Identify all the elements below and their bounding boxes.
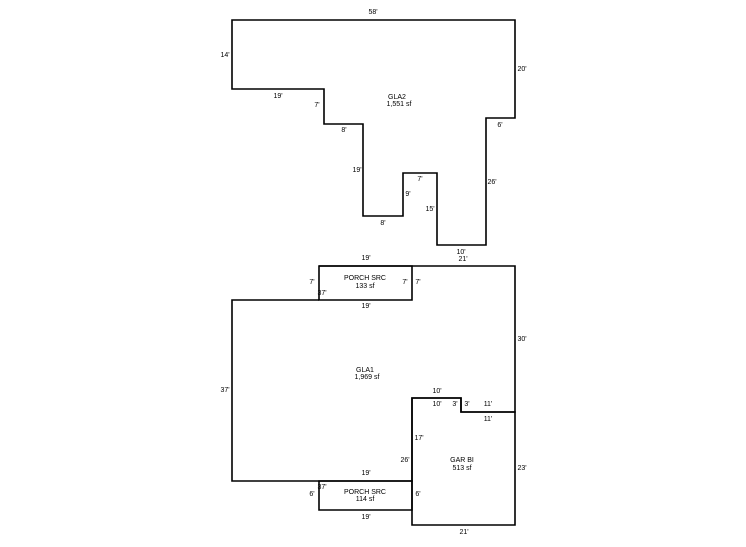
gla1-dim-step-10-lower: 10': [432, 401, 441, 408]
gla2-dim-inner-19: 19': [352, 167, 361, 174]
porch-top-dim-corner: 37': [317, 290, 326, 297]
gla2-name: GLA2: [388, 94, 406, 101]
porch-bottom-outline: [318, 480, 413, 511]
gla2-dim-inner-15: 15': [425, 206, 434, 213]
porch-bottom-name: PORCH SRC: [344, 489, 386, 496]
gla1-dim-bottom-19: 19': [361, 470, 370, 477]
gla1-dim-top-21: 21': [458, 256, 467, 263]
garage-dim-bottom-21: 21': [459, 529, 468, 536]
gla1-dim-step-11-upper: 11': [484, 401, 493, 408]
gla1-dim-step-10-upper: 10': [432, 388, 441, 395]
gla2-dim-top: 58': [368, 9, 377, 16]
gla2-dim-notch-7: 7': [417, 176, 422, 183]
gla1-dim-right-30: 30': [517, 336, 526, 343]
garage-name: GAR BI: [450, 457, 474, 464]
gla2-outline: [231, 19, 516, 246]
gla2-dim-left: 14': [220, 52, 229, 59]
gla1-name: GLA1: [356, 367, 374, 374]
gla2-dim-step-8-lower: 8': [380, 220, 385, 227]
porch-top-dim-right: 7': [402, 279, 407, 286]
porch-top-size: 133 sf: [355, 283, 374, 290]
gla1-dim-step-3-right: 3': [464, 401, 469, 408]
gla2-dim-bottom-10: 10': [456, 249, 465, 256]
garage-dim-left-6: 6': [415, 491, 420, 498]
gla2-size: 1,551 sf: [387, 101, 412, 108]
gla2-dim-step-8-upper: 8': [341, 127, 346, 134]
gla2-dim-step-19: 19': [273, 93, 282, 100]
porch-top-dim-bottom: 19': [361, 303, 370, 310]
gla2-dim-step-7: 7': [314, 102, 319, 109]
garage-size: 513 sf: [452, 465, 471, 472]
gla1-dim-step-11-lower: 11': [484, 416, 493, 423]
gla2-dim-right-26: 26': [487, 179, 496, 186]
gla1-dim-left-37: 37': [220, 387, 229, 394]
gla1-dim-step-3-left: 3': [452, 401, 457, 408]
garage-dim-right-23: 23': [517, 465, 526, 472]
gla1-dim-inner-26: 26': [400, 457, 409, 464]
porch-top-name: PORCH SRC: [344, 275, 386, 282]
gla1-size: 1,969 sf: [355, 374, 380, 381]
gla2-dim-right-6: 6': [497, 122, 502, 129]
gla2-dim-inner-9: 9': [405, 191, 410, 198]
gla1-dim-inner-17: 17': [414, 435, 423, 442]
gla2-dim-right-upper: 20': [517, 66, 526, 73]
porch-bottom-dim-left-6: 6': [309, 491, 314, 498]
gla1-dim-corner-37: 37': [317, 484, 326, 491]
porch-bottom-dim-bottom-19: 19': [361, 514, 370, 521]
porch-top-dim-top: 19': [361, 255, 370, 262]
porch-bottom-size: 114 sf: [356, 496, 375, 503]
porch-top-dim-left-outer: 7': [309, 279, 314, 286]
garage-outline: [411, 397, 516, 526]
porch-top-dim-left: 7': [415, 279, 420, 286]
